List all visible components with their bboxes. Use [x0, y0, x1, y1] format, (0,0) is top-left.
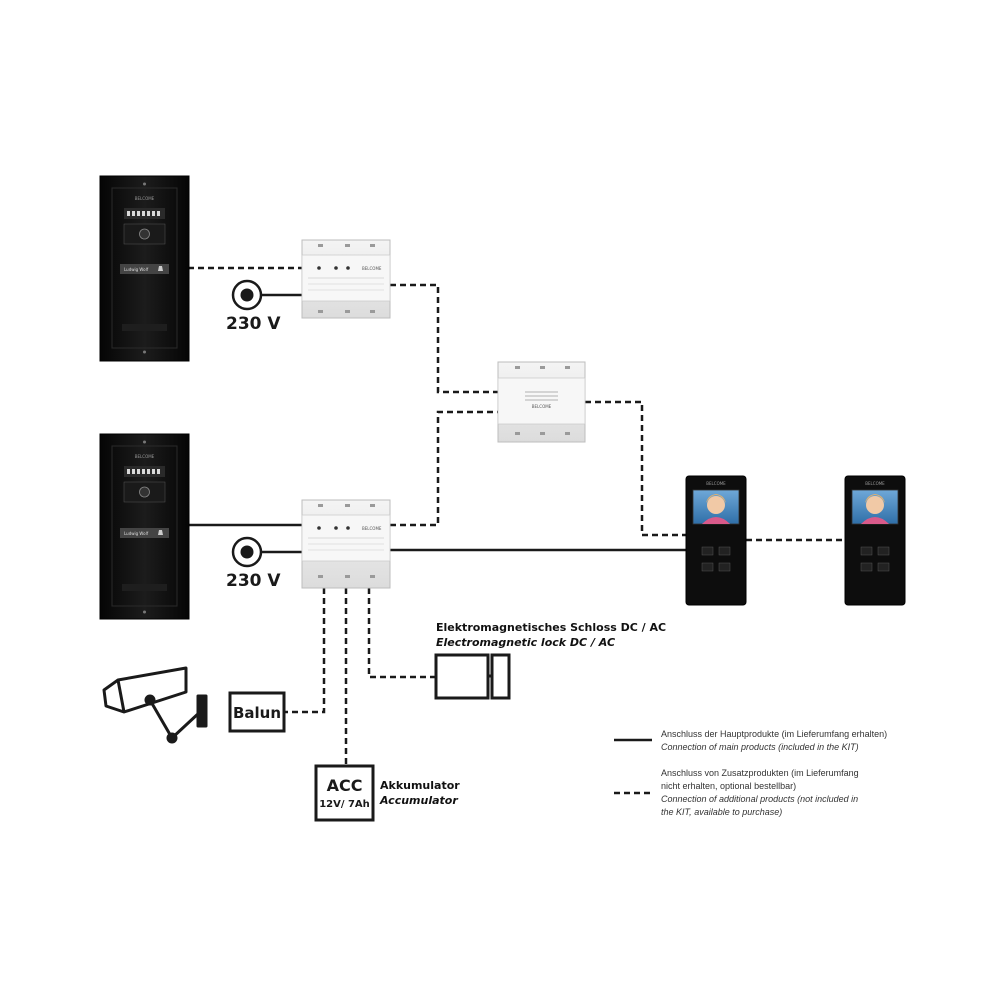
face-icon — [866, 496, 884, 514]
accumulator-label-en: Accumulator — [379, 794, 458, 807]
acc-title: ACC — [327, 776, 363, 795]
monitor-key[interactable] — [877, 546, 890, 556]
door-station-top: BELCOME Ludwig Wolf — [99, 175, 190, 362]
power-label-bottom: 230 V — [226, 571, 281, 591]
legend-solid-en: Connection of main products (included in… — [661, 742, 859, 752]
balun-label: Balun — [233, 704, 281, 722]
monitor-key[interactable] — [860, 562, 873, 572]
indoor-monitor-1: BELCOME — [685, 475, 747, 606]
lock-label-en: Electromagnetic lock DC / AC — [436, 636, 615, 649]
module-brand: BELCOME — [532, 404, 552, 409]
wires — [188, 266, 845, 766]
monitor-key[interactable] — [701, 546, 714, 556]
name-plate[interactable] — [120, 528, 169, 538]
legend-solid-de: Anschluss der Hauptprodukte (im Lieferum… — [661, 729, 887, 739]
wire-module2-lock — [367, 588, 436, 679]
monitor-key[interactable] — [860, 546, 873, 556]
name-plate-text: Ludwig Wolf — [124, 267, 149, 272]
monitor-brand: BELCOME — [865, 481, 885, 486]
lock-label-de: Elektromagnetisches Schloss DC / AC — [436, 621, 666, 634]
door-station-bottom: BELCOME Ludwig Wolf — [99, 433, 190, 620]
face-icon — [707, 496, 725, 514]
camera-lens-icon — [139, 486, 150, 498]
legend: Anschluss der Hauptprodukte (im Lieferum… — [614, 729, 887, 817]
wire-module2-distributor — [390, 410, 498, 527]
camera-lens-icon — [139, 228, 150, 240]
monitor-key[interactable] — [718, 546, 731, 556]
electromagnetic-lock-icon — [434, 653, 511, 700]
indoor-monitor-2: BELCOME — [844, 475, 906, 606]
monitor-key[interactable] — [877, 562, 890, 572]
legend-dashed-en-2: the KIT, available to purchase) — [661, 807, 782, 817]
power-symbol-bottom: 230 V — [226, 536, 281, 591]
balun-box: Balun — [228, 691, 286, 733]
module-brand: BELCOME — [362, 526, 382, 531]
door-station-brand: BELCOME — [135, 454, 155, 459]
accumulator-box: ACC 12V/ 7Ah — [314, 764, 375, 822]
wire-distributor-monitor1 — [585, 400, 686, 537]
name-plate-text: Ludwig Wolf — [124, 531, 149, 536]
door-station-brand: BELCOME — [135, 196, 155, 201]
legend-dashed-en-1: Connection of additional products (not i… — [661, 794, 858, 804]
wire-module1-distributor — [390, 283, 498, 394]
monitor-key[interactable] — [701, 562, 714, 572]
speaker-grille — [122, 324, 167, 331]
acc-spec: 12V/ 7Ah — [319, 799, 370, 810]
accumulator-label-de: Akkumulator — [380, 779, 460, 792]
module-brand: BELCOME — [362, 266, 382, 271]
monitor-key[interactable] — [718, 562, 731, 572]
speaker-grille — [122, 584, 167, 591]
distributor-module: BELCOME — [497, 361, 586, 443]
power-supply-module-top: BELCOME — [301, 239, 391, 319]
name-plate[interactable] — [120, 264, 169, 274]
power-symbol-top: 230 V — [226, 279, 281, 334]
legend-dashed-de-2: nicht erhalten, optional bestellbar) — [661, 781, 796, 791]
power-label-top: 230 V — [226, 314, 281, 334]
bell-icon — [158, 530, 163, 535]
wire-module2-balun — [284, 588, 326, 714]
monitor-brand: BELCOME — [706, 481, 726, 486]
cctv-camera-icon — [102, 666, 208, 744]
legend-dashed-de-1: Anschluss von Zusatzprodukten (im Liefer… — [661, 768, 859, 778]
power-supply-module-bottom: BELCOME — [301, 499, 391, 589]
bell-icon — [158, 266, 163, 271]
